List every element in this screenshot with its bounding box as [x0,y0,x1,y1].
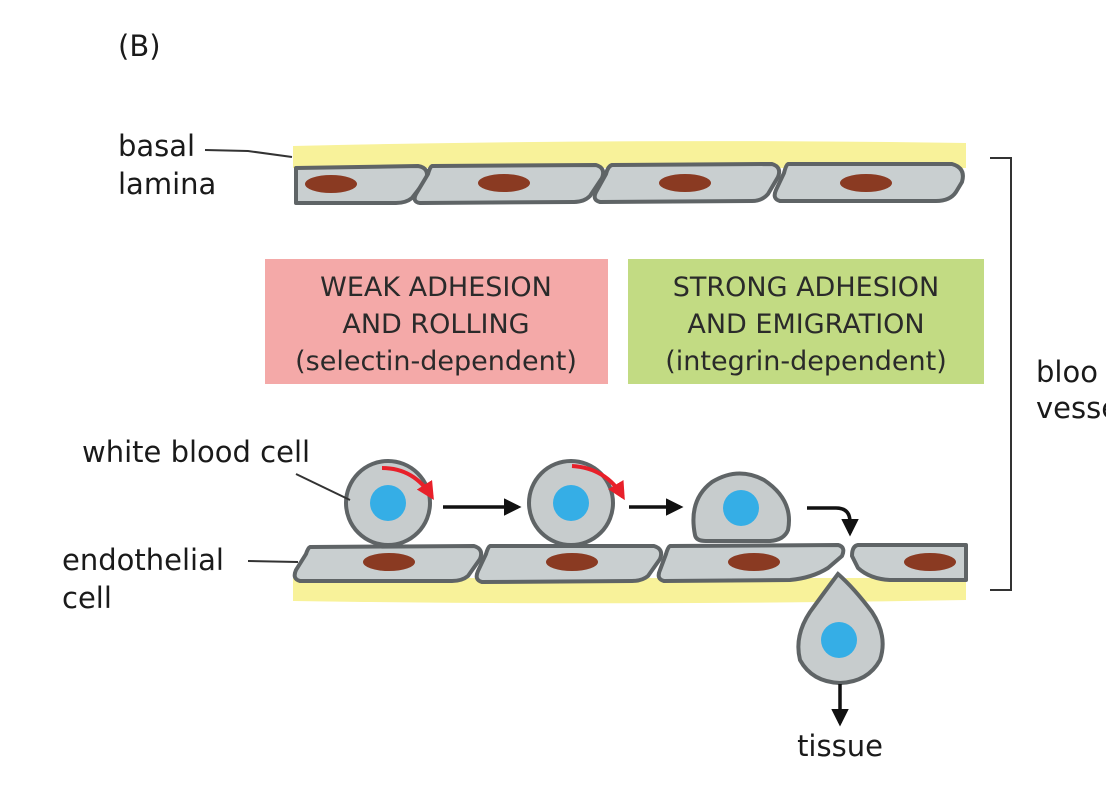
strong-box-line1: STRONG ADHESION [673,272,940,303]
endothelial-cell-leader-line [247,560,299,563]
nucleus-top-3 [659,174,711,192]
nucleus-top-2 [478,174,530,192]
endothelial-cell-label-line1: endothelial [62,543,224,577]
blood-vessel-bracket [990,157,1012,591]
top-vessel-wall [293,141,966,205]
rolling-arrow-1 [381,466,434,501]
nucleus-bottom-4 [904,553,956,571]
top-basal-lamina [293,141,966,168]
tissue-label: tissue [797,729,883,763]
endothelial-cell-label-line2: cell [62,581,112,615]
weak-box-line3: (selectin-dependent) [295,346,577,377]
panel-label: (B) [118,29,161,63]
weak-box-line1: WEAK ADHESION [320,272,552,303]
weak-adhesion-box: WEAK ADHESION AND ROLLING (selectin-depe… [265,259,608,384]
wbc-nucleus-2 [553,485,589,521]
basal-lamina-label-line1: basal [118,129,195,163]
bottom-vessel-wall [292,543,968,604]
bottom-basal-lamina [293,578,966,604]
strong-adhesion-box: STRONG ADHESION AND EMIGRATION (integrin… [628,259,984,384]
nucleus-bottom-2 [546,553,598,571]
nucleus-top-4 [840,174,892,192]
basal-lamina-label-line2: lamina [118,167,216,201]
basal-lamina-leader-line [204,149,293,158]
wbc-nucleus-3 [723,490,759,526]
weak-box-line2: AND ROLLING [342,309,529,340]
nucleus-top-1 [305,175,357,193]
wbc-nucleus-emigrating [821,622,857,658]
blood-vessel-label-line1: bloo [1036,355,1098,389]
wbc-nucleus-1 [370,485,406,521]
strong-box-line2: AND EMIGRATION [687,309,924,340]
blood-vessel-label-line2: vesse [1036,391,1106,425]
white-blood-cell-leader-line [295,473,351,501]
white-blood-cell-label: white blood cell [82,435,310,469]
rolling-arrow-2 [571,464,625,501]
nucleus-bottom-1 [363,553,415,571]
nucleus-bottom-3 [728,553,780,571]
strong-box-line3: (integrin-dependent) [665,346,947,377]
emigration-arrow [807,506,859,537]
